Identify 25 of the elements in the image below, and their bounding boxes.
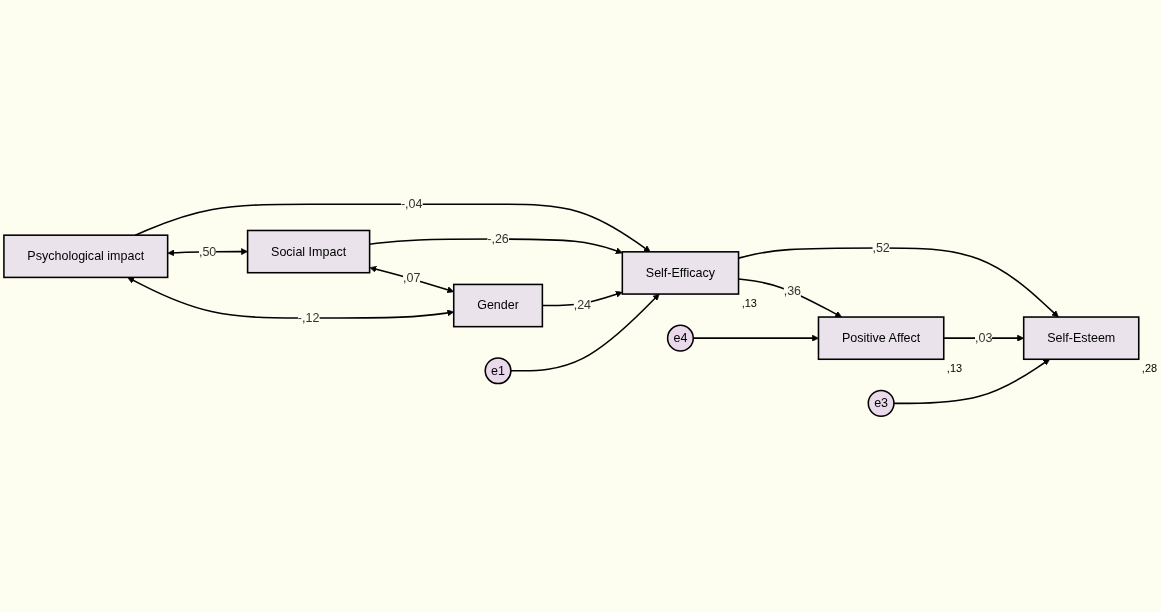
arrow <box>510 294 660 372</box>
coefficient-label: ,13 <box>946 362 963 375</box>
edge-label: ,50 <box>198 245 217 259</box>
node-box: Gender <box>452 284 544 328</box>
edge-label: ,52 <box>872 241 890 255</box>
node-box: Psychological impact <box>3 234 169 279</box>
node-box: Social Impact <box>246 230 371 274</box>
coefficient-label: ,13 <box>741 297 757 309</box>
edge-label: ,07 <box>402 271 421 286</box>
node-circle: e3 <box>867 390 895 418</box>
node-circle: e4 <box>666 325 695 353</box>
node-box: Self-Esteem <box>1022 316 1140 361</box>
edge-label: ,03 <box>975 331 993 345</box>
arrow <box>893 359 1050 405</box>
edge-label: -,04 <box>400 197 423 211</box>
edge-label: -,12 <box>297 311 320 325</box>
node-box: Self-Efficacy <box>621 251 740 296</box>
edge-label: -,26 <box>487 232 509 246</box>
node-box: Positive Affect <box>817 316 945 361</box>
node-circle: e1 <box>484 357 512 385</box>
arrow <box>167 248 248 257</box>
edge-label: ,36 <box>783 284 802 298</box>
arrow <box>134 203 651 253</box>
edge-label: ,24 <box>573 298 592 313</box>
coefficient-label: ,28 <box>1141 362 1158 375</box>
